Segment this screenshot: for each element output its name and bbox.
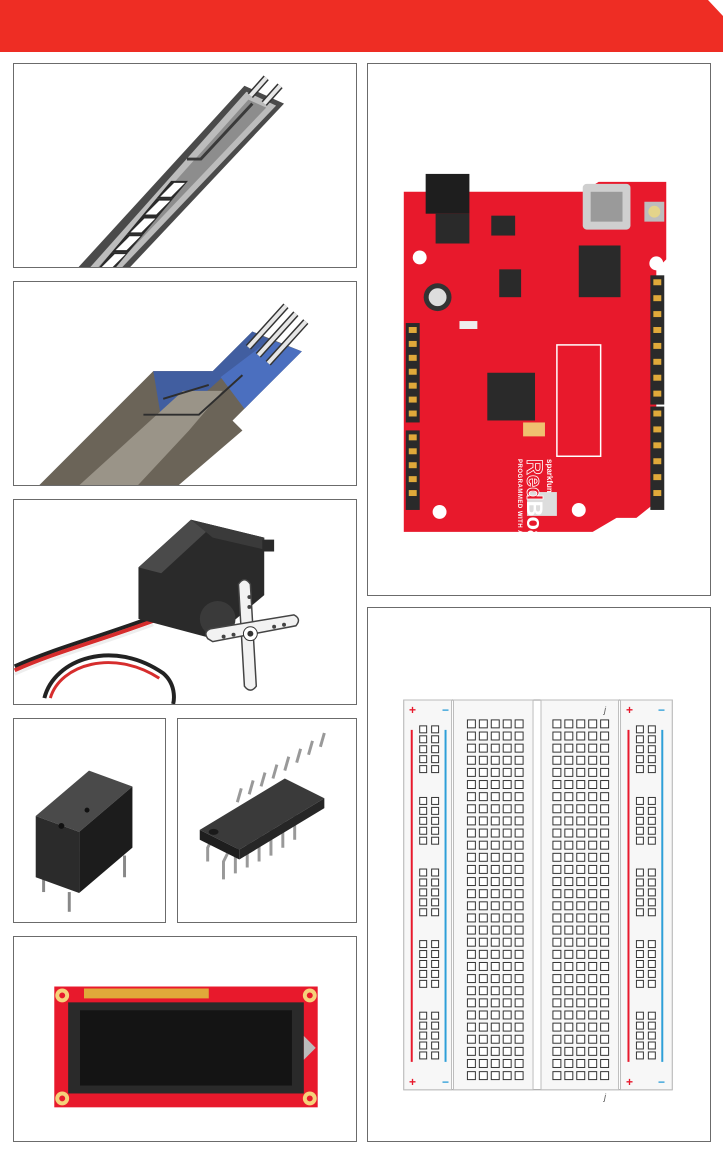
breadboard-panel: + − + − + − + − j j [367, 607, 711, 1142]
ic-chip-panel [177, 718, 357, 923]
rail-minus-top-left: − [442, 703, 450, 717]
rail-plus-bottom-left: + [409, 1075, 417, 1089]
flex-sensor-panel [13, 63, 357, 268]
rail-minus-top-right: − [658, 703, 666, 717]
rail-minus-bottom-right: − [658, 1075, 666, 1089]
servo-panel [13, 499, 357, 705]
rail-plus-top-left: + [409, 703, 417, 717]
redboard-name-red: Red [522, 459, 548, 501]
redboard-tagline: PROGRAMMED WITH ARDUINO [516, 459, 522, 562]
lcd-display-icon [54, 986, 318, 1108]
flex-sensor-icon [78, 75, 285, 267]
rail-plus-top-right: + [626, 703, 634, 717]
row-label-top: j [604, 705, 606, 715]
servo-motor-icon [14, 519, 300, 704]
rail-minus-bottom-left: − [442, 1075, 450, 1089]
force-sensor-panel [13, 281, 357, 486]
dip-ic-chip-icon [199, 732, 326, 880]
redboard-name-board: Board [522, 500, 547, 565]
redboard-label: sparkfun Red Board PROGRAMMED WITH ARDUI… [510, 459, 554, 579]
rail-plus-bottom-right: + [626, 1075, 634, 1089]
header-banner [0, 0, 723, 52]
relay-icon [35, 770, 133, 912]
force-sensitive-resistor-icon [39, 303, 309, 485]
breadboard-icon [403, 699, 673, 1091]
lcd-panel [13, 936, 357, 1142]
redboard-icon [403, 173, 667, 532]
row-label-bottom: j [604, 1092, 606, 1102]
relay-panel [13, 718, 166, 923]
redboard-panel: sparkfun Red Board PROGRAMMED WITH ARDUI… [367, 63, 711, 596]
